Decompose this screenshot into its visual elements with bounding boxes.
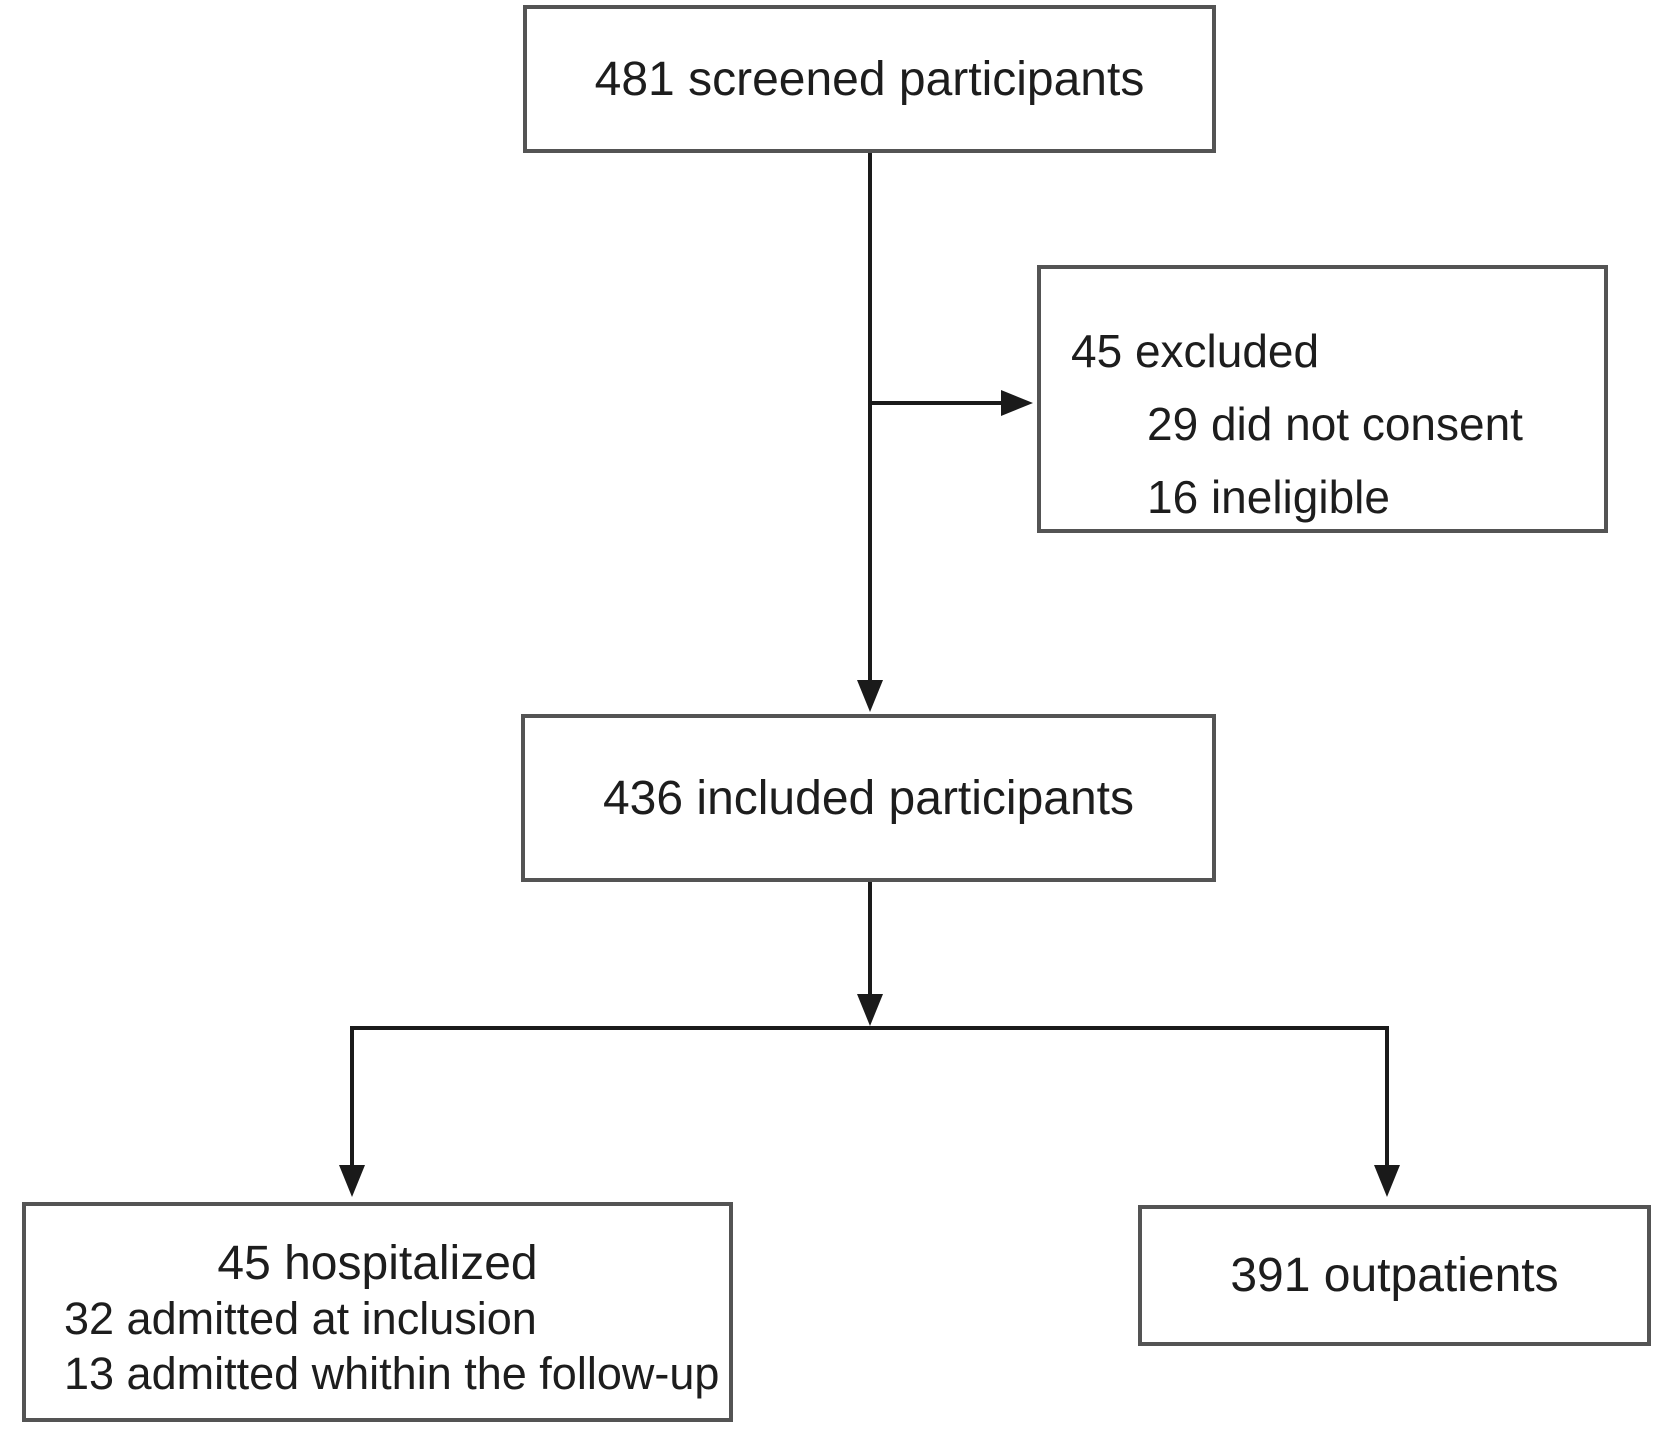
arrow-screened-to-included (857, 153, 883, 712)
hospitalized-total-line: 45 hospitalized (217, 1237, 538, 1290)
included-participants-box: 436 included participants (521, 714, 1216, 882)
arrow-split-to-hospitalized (339, 1026, 365, 1197)
included-participants-label: 436 included participants (602, 771, 1135, 825)
hospitalized-follow-up-line: 13 admitted whithin the follow-up (64, 1348, 720, 1399)
excluded-total-line: 45 excluded (1071, 325, 1320, 377)
excluded-ineligible-line: 16 ineligible (1147, 471, 1390, 523)
arrow-screened-to-excluded (870, 390, 1033, 416)
hospitalized-at-inclusion-line: 32 admitted at inclusion (64, 1293, 537, 1344)
arrow-included-to-split (857, 882, 883, 1026)
excluded-box: 45 excluded 29 did not consent 16 inelig… (1037, 265, 1608, 533)
excluded-no-consent-line: 29 did not consent (1147, 398, 1523, 450)
outpatients-box: 391 outpatients (1138, 1205, 1651, 1346)
screened-participants-label: 481 screened participants (594, 52, 1145, 106)
arrow-split-to-outpatients (1374, 1026, 1400, 1197)
screened-participants-box: 481 screened participants (523, 5, 1216, 153)
hospitalized-box: 45 hospitalized 32 admitted at inclusion… (22, 1202, 733, 1422)
outpatients-label: 391 outpatients (1230, 1249, 1559, 1302)
